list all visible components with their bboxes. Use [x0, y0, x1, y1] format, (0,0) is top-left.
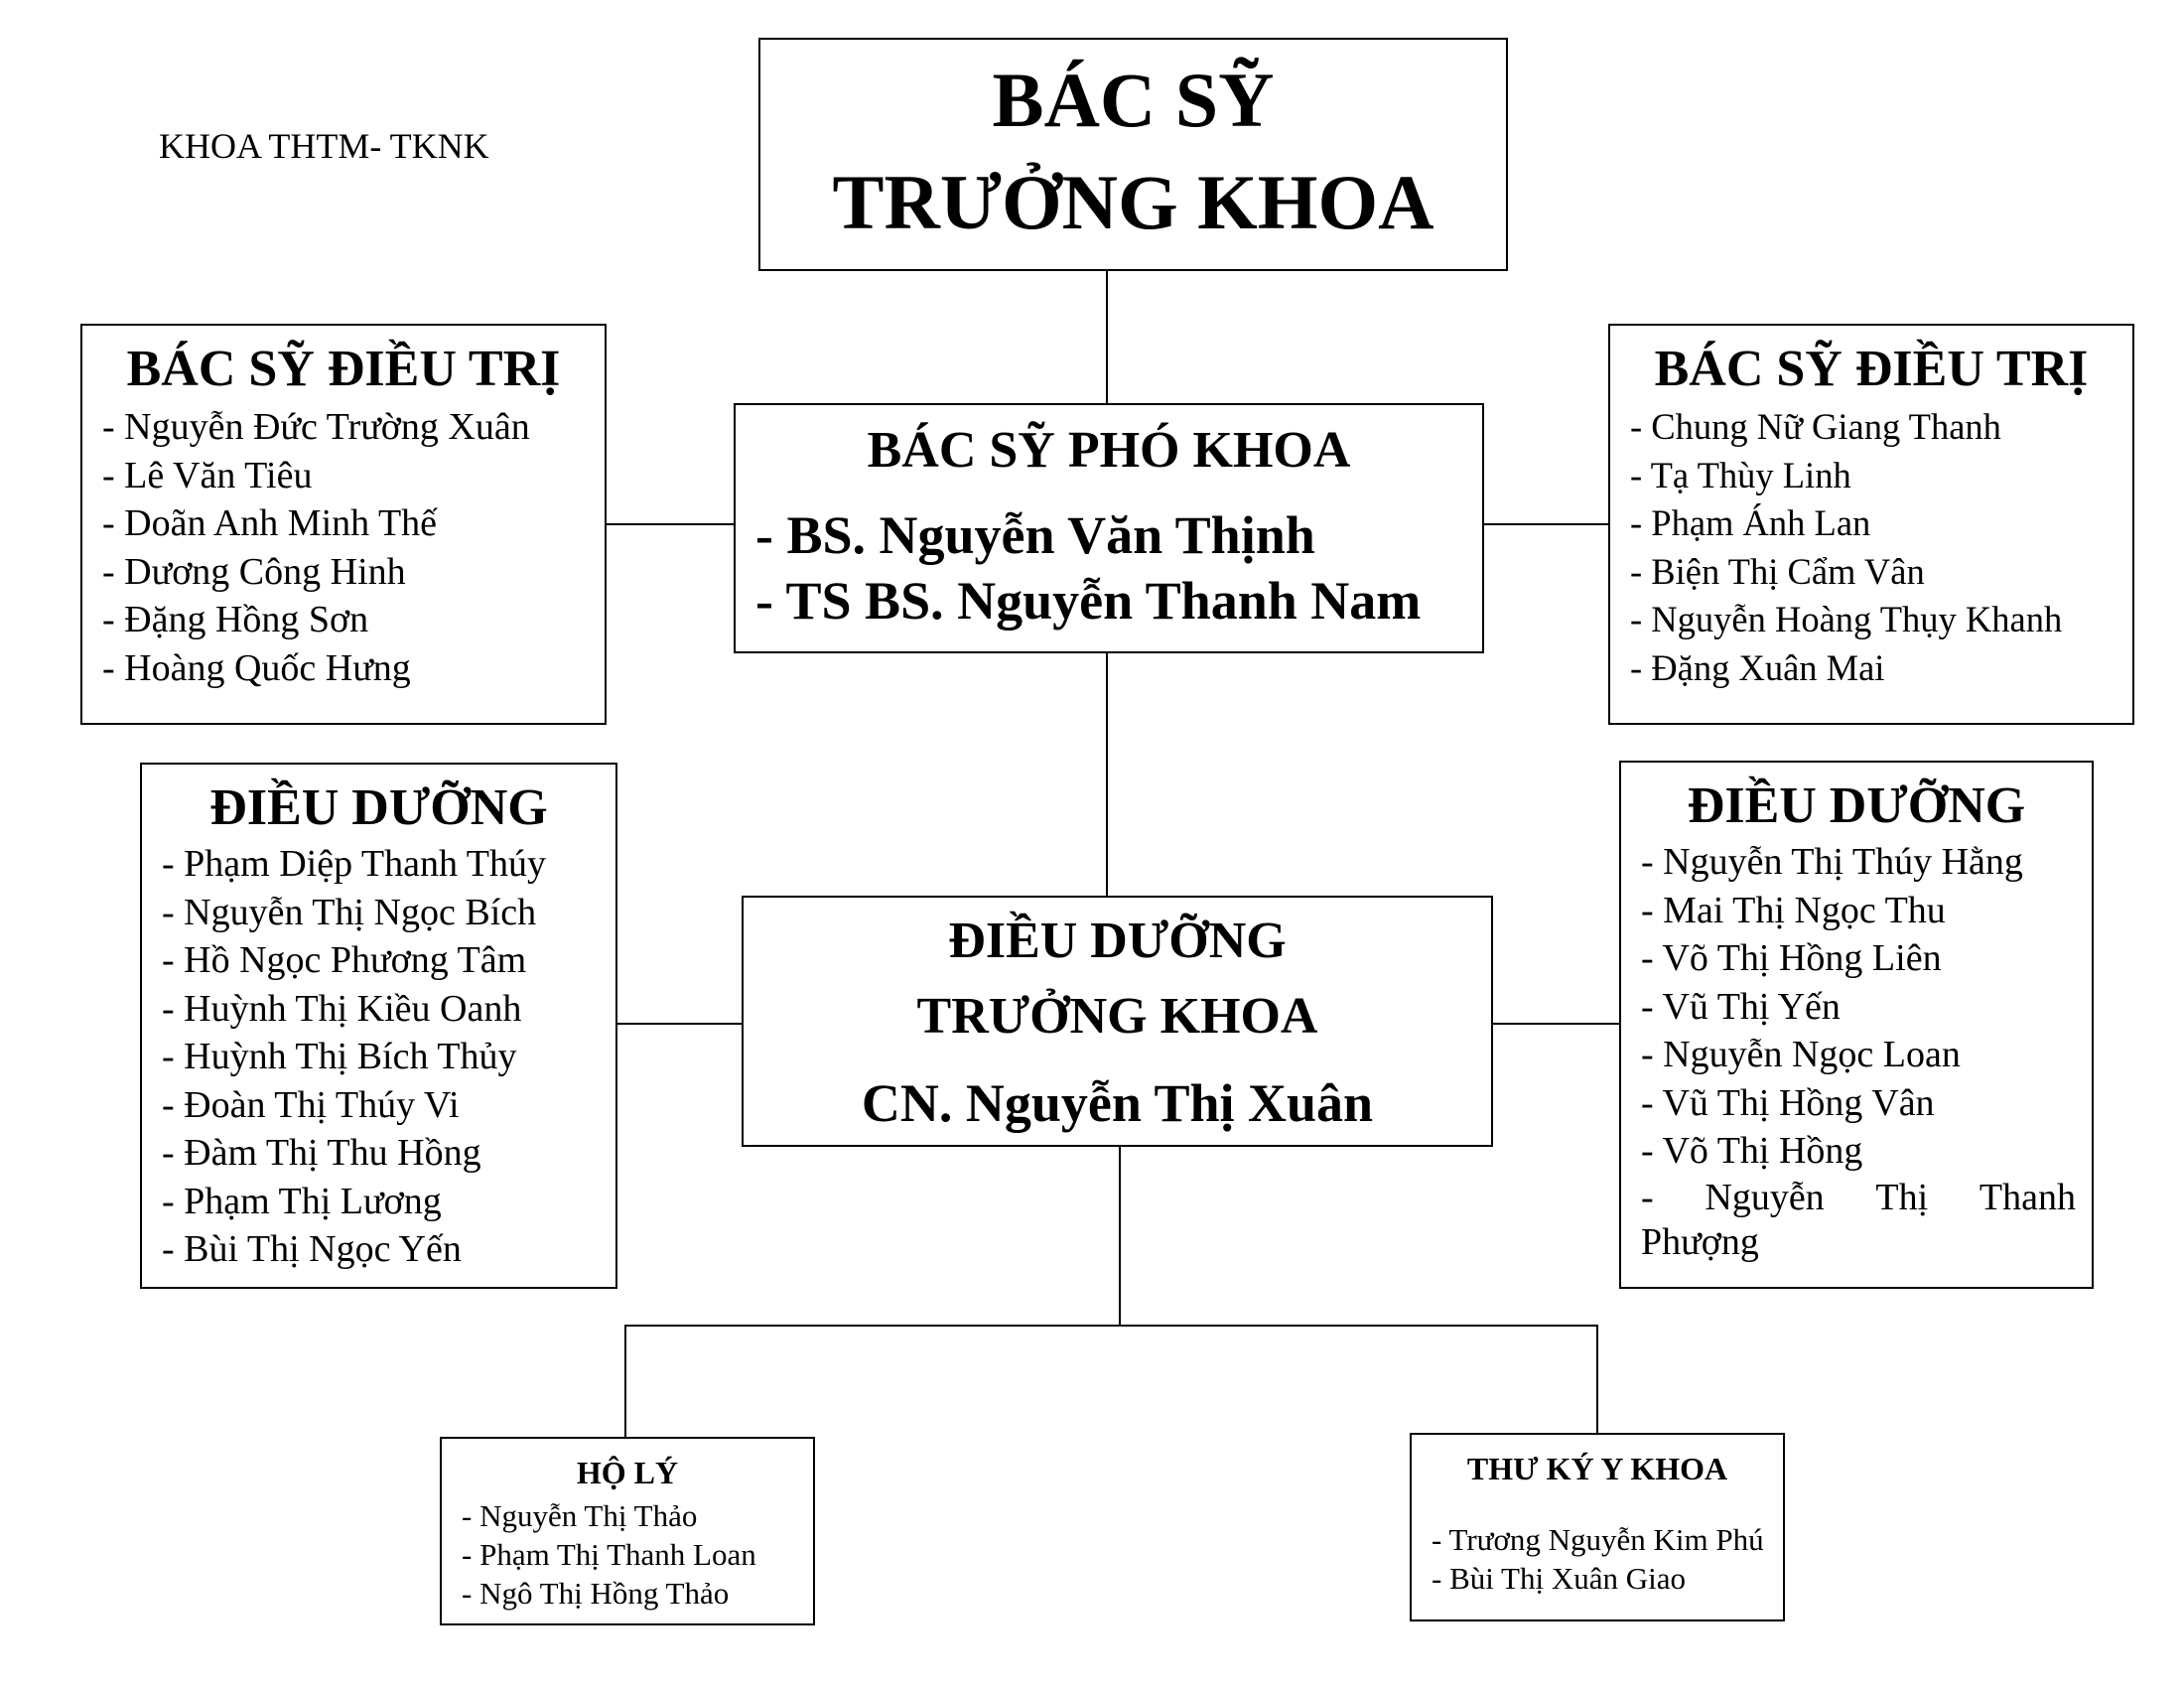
- connector-deputy-headnurse: [1106, 653, 1108, 896]
- list-item: - Chung Nữ Giang Thanh: [1630, 406, 2001, 447]
- name-word: Thanh: [1979, 1176, 2076, 1218]
- list-item: - Phạm Thị Thanh Loan: [462, 1537, 756, 1572]
- head-doctor-box: BÁC SỸ TRƯỞNG KHOA: [758, 38, 1508, 271]
- list-item: - Biện Thị Cẩm Vân: [1630, 550, 1925, 592]
- wrapped-name-line2: Phượng: [1641, 1220, 1759, 1263]
- list-item: - Nguyễn Ngọc Loan: [1641, 1034, 1961, 1075]
- connector-doctors-left: [607, 523, 734, 525]
- connector-secretaries: [1596, 1325, 1598, 1433]
- list-item: - Phạm Diệp Thanh Thúy: [162, 843, 546, 885]
- connector-nurses-right: [1493, 1023, 1619, 1025]
- list-item: - Võ Thị Hồng: [1641, 1130, 1863, 1172]
- doctors-left-list: - Nguyễn Đức Trường Xuân - Lê Văn Tiêu -…: [82, 399, 605, 692]
- nurses-left-list: - Phạm Diệp Thanh Thúy - Nguyễn Thị Ngọc…: [142, 838, 615, 1274]
- list-item: - Hồ Ngọc Phương Tâm: [162, 939, 527, 981]
- list-item: - Đặng Xuân Mai: [1630, 646, 1885, 688]
- head-doctor-title-line1: BÁC SỸ: [992, 57, 1275, 143]
- list-item: - Tạ Thùy Linh: [1630, 454, 1851, 495]
- list-item: - Phạm Thị Lương: [162, 1180, 442, 1222]
- nurses-right-title: ĐIỀU DƯỠNG: [1687, 777, 2026, 834]
- list-item: - Bùi Thị Xuân Giao: [1432, 1561, 1687, 1596]
- orderlies-box: HỘ LÝ - Nguyễn Thị Thảo - Phạm Thị Thanh…: [440, 1437, 815, 1625]
- list-item: - Đoàn Thị Thúy Vi: [162, 1083, 460, 1126]
- connector-head-deputy: [1106, 271, 1108, 403]
- wrapped-name-line1: - Nguyễn Thị Thanh: [1641, 1176, 2076, 1220]
- list-item: - Mai Thị Ngọc Thu: [1641, 889, 1946, 931]
- list-item: - Ngô Thị Hồng Thảo: [462, 1576, 730, 1611]
- nurses-right-list: - Nguyễn Thị Thúy Hằng - Mai Thị Ngọc Th…: [1621, 836, 2092, 1265]
- list-item: - Trương Nguyễn Kim Phú: [1432, 1522, 1764, 1557]
- head-nurse-box: ĐIỀU DƯỠNG TRƯỞNG KHOA CN. Nguyễn Thị Xu…: [742, 896, 1493, 1147]
- list-item: - Nguyễn Thị Thảo: [462, 1498, 698, 1533]
- list-item: - Lê Văn Tiêu: [102, 454, 313, 496]
- doctors-right-list: - Chung Nữ Giang Thanh - Tạ Thùy Linh - …: [1610, 399, 2132, 692]
- list-item: - Vũ Thị Hồng Vân: [1641, 1081, 1935, 1124]
- list-item: - Đặng Hồng Sơn: [102, 599, 369, 640]
- deputy-list: - BS. Nguyễn Văn Thịnh - TS BS. Nguyễn T…: [736, 481, 1482, 633]
- list-item: - Nguyễn Thị Thanh Phượng: [1641, 1176, 2076, 1265]
- deputy-head-box: BÁC SỸ PHÓ KHOA - BS. Nguyễn Văn Thịnh -…: [734, 403, 1484, 653]
- name-word: Nguyễn: [1705, 1176, 1825, 1218]
- orderlies-list: - Nguyễn Thị Thảo - Phạm Thị Thanh Loan …: [442, 1492, 813, 1613]
- head-doctor-title-line2: TRƯỞNG KHOA: [832, 159, 1434, 245]
- secretaries-list: - Trương Nguyễn Kim Phú - Bùi Thị Xuân G…: [1412, 1488, 1783, 1598]
- doctors-left-box: BÁC SỸ ĐIỀU TRỊ - Nguyễn Đức Trường Xuân…: [80, 324, 607, 725]
- list-item: - Nguyễn Hoàng Thụy Khanh: [1630, 599, 2063, 639]
- list-item: - Hoàng Quốc Hưng: [102, 646, 411, 689]
- doctors-left-title: BÁC SỸ ĐIỀU TRỊ: [126, 341, 561, 397]
- list-item: - Huỳnh Thị Kiều Oanh: [162, 987, 522, 1030]
- connector-orderlies: [624, 1325, 626, 1437]
- list-item: - Phạm Ánh Lan: [1630, 502, 1871, 543]
- list-item: - Nguyễn Đức Trường Xuân: [102, 406, 530, 448]
- deputy-head-title: BÁC SỸ PHÓ KHOA: [867, 422, 1351, 479]
- head-nurse-name: CN. Nguyễn Thị Xuân: [861, 1073, 1374, 1133]
- head-nurse-title-line2: TRƯỞNG KHOA: [916, 988, 1318, 1045]
- connector-nurses-left: [617, 1023, 742, 1025]
- list-item: - Doãn Anh Minh Thế: [102, 502, 438, 544]
- department-label: KHOA THTM- TKNK: [159, 126, 489, 166]
- list-item: - TS BS. Nguyễn Thanh Nam: [755, 571, 1422, 631]
- nurses-right-box: ĐIỀU DƯỠNG - Nguyễn Thị Thúy Hằng - Mai …: [1619, 761, 2094, 1289]
- connector-doctors-right: [1484, 523, 1608, 525]
- name-word: Thị: [1875, 1176, 1929, 1218]
- orderlies-title: HỘ LÝ: [576, 1455, 679, 1490]
- head-nurse-title-line1: ĐIỀU DƯỠNG: [948, 913, 1287, 969]
- list-item: - Võ Thị Hồng Liên: [1641, 937, 1942, 979]
- list-item: - Dương Công Hinh: [102, 550, 406, 593]
- nurses-left-title: ĐIỀU DƯỠNG: [209, 779, 548, 836]
- list-item: - Nguyễn Thị Ngọc Bích: [162, 891, 537, 933]
- doctors-right-title: BÁC SỸ ĐIỀU TRỊ: [1654, 341, 2089, 397]
- connector-bottom-bar: [624, 1325, 1598, 1327]
- secretaries-box: THƯ KÝ Y KHOA - Trương Nguyễn Kim Phú - …: [1410, 1433, 1785, 1621]
- doctors-right-box: BÁC SỸ ĐIỀU TRỊ - Chung Nữ Giang Thanh -…: [1608, 324, 2134, 725]
- list-item: - BS. Nguyễn Văn Thịnh: [755, 505, 1315, 565]
- nurses-left-box: ĐIỀU DƯỠNG - Phạm Diệp Thanh Thúy - Nguy…: [140, 763, 617, 1289]
- list-item: - Bùi Thị Ngọc Yến: [162, 1228, 462, 1270]
- secretaries-title: THƯ KÝ Y KHOA: [1466, 1451, 1728, 1486]
- list-item: - Đàm Thị Thu Hồng: [162, 1132, 481, 1174]
- list-item: - Huỳnh Thị Bích Thủy: [162, 1036, 517, 1077]
- connector-headnurse-down: [1119, 1147, 1121, 1325]
- name-word: -: [1641, 1176, 1654, 1218]
- list-item: - Vũ Thị Yến: [1641, 985, 1841, 1028]
- list-item: - Nguyễn Thị Thúy Hằng: [1641, 841, 2023, 883]
